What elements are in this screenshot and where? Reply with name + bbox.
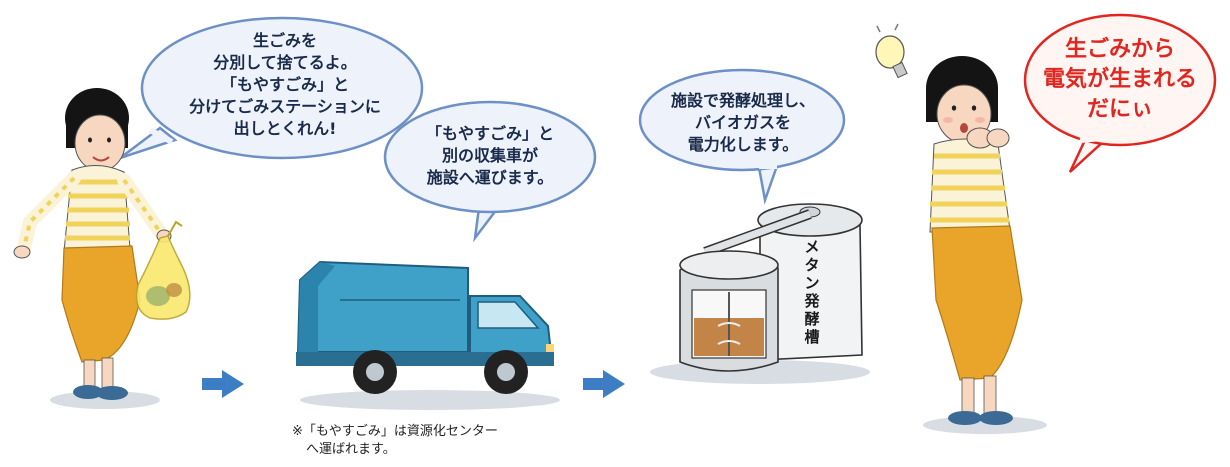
flow-arrow-1 bbox=[202, 370, 244, 398]
surprised-speech-text: 生ごみから 電気が生まれる だにぃ bbox=[1030, 35, 1210, 125]
footnote-line: ※「もやすごみ」は資源化センター bbox=[292, 424, 498, 439]
bubble-line: 出しとくれん! bbox=[233, 119, 337, 138]
footnote: ※「もやすごみ」は資源化センター へ運ばれます。 bbox=[292, 423, 498, 459]
bubble-line: 分けてごみステーションに bbox=[189, 97, 381, 116]
bubble-line: 「もやすごみ」と bbox=[220, 75, 349, 94]
bubble-line: 分別して捨てるよ。 bbox=[213, 53, 357, 72]
lightbulb-icon bbox=[875, 23, 908, 79]
methane-fermentation-facility bbox=[679, 203, 863, 372]
garbage-truck-illustration bbox=[296, 260, 554, 394]
bubble-line: 施設へ運びます。 bbox=[426, 168, 554, 187]
speech-bubble-truck bbox=[383, 100, 597, 243]
footnote-line: へ運ばれます。 bbox=[306, 442, 396, 457]
surprised-woman-illustration bbox=[926, 56, 1023, 425]
bubble-line: バイオガスを bbox=[694, 113, 791, 132]
bubble-line: 生ごみを bbox=[252, 31, 317, 50]
resident-speech-text: 生ごみを 分別して捨てるよ。 「もやすごみ」と 分けてごみステーションに 出しと… bbox=[170, 30, 400, 140]
bubble-line: 別の収集車が bbox=[441, 146, 538, 165]
bubble-line: 「もやすごみ」と bbox=[425, 124, 554, 143]
bubble-line: 電気が生まれる bbox=[1042, 67, 1197, 92]
flow-arrow-2 bbox=[583, 370, 625, 398]
bubble-line: 生ごみから bbox=[1064, 37, 1175, 62]
truck-speech-text: 「もやすごみ」と 別の収集車が 施設へ運びます。 bbox=[395, 123, 585, 189]
speech-bubble-facility bbox=[638, 68, 846, 205]
speech-bubble-surprised bbox=[1023, 13, 1217, 173]
ground-shadow bbox=[300, 390, 560, 410]
resident-woman-illustration bbox=[13, 88, 191, 400]
tank-label: メタン発酵槽 bbox=[804, 238, 820, 346]
bubble-line: だにぃ bbox=[1086, 97, 1153, 122]
bubble-line: 電力化します。 bbox=[687, 135, 799, 154]
speech-bubble-resident bbox=[119, 16, 424, 160]
facility-speech-text: 施設で発酵処理し、 バイオガスを 電力化します。 bbox=[648, 90, 838, 156]
bubble-line: 施設で発酵処理し、 bbox=[670, 91, 815, 110]
